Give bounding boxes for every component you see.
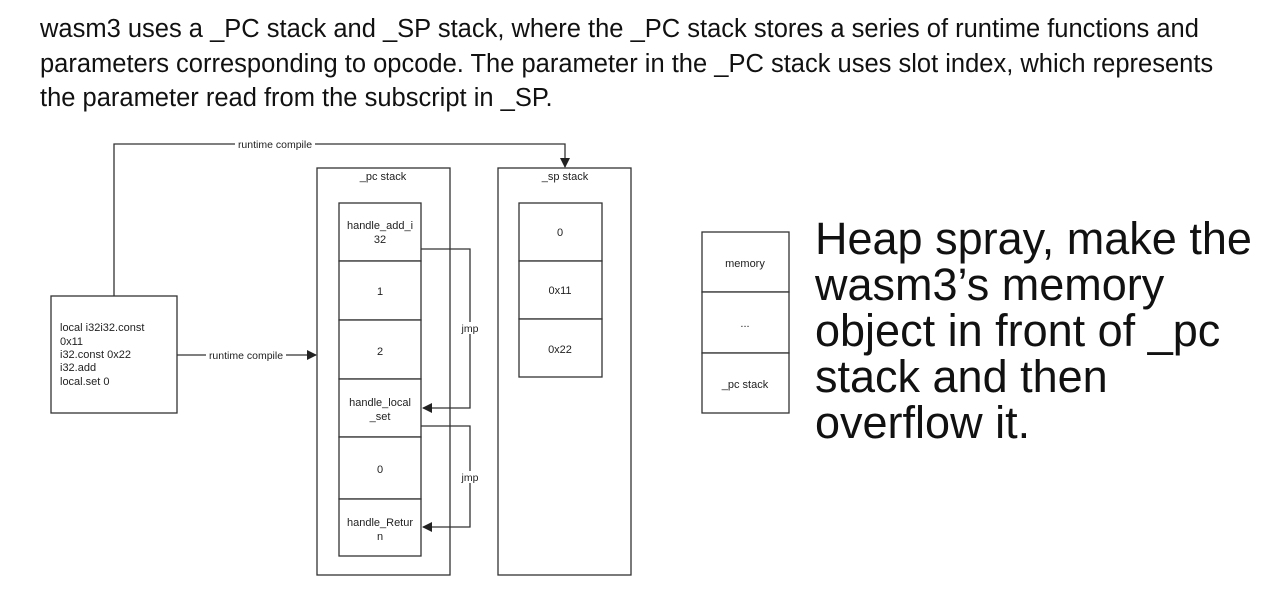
memory-stack-cell-label: _pc stack (721, 379, 769, 391)
pc-stack-cells: handle_add_i 32 1 2 handle_local _set 0 … (338, 202, 422, 557)
sp-stack-title: _sp stack (541, 171, 589, 183)
source-code-line: i32.add (60, 362, 96, 374)
sp-stack-cells: 0 0x11 0x22 (518, 202, 603, 378)
sp-stack-cell (518, 202, 603, 262)
pc-stack-cell (338, 319, 422, 380)
pc-stack-cell-label: 0 (377, 464, 383, 476)
source-code-line: local.set 0 (60, 376, 110, 388)
pc-stack-cell (338, 436, 422, 500)
pc-stack-cell (338, 378, 422, 438)
sp-stack-cell-label: 0x22 (548, 344, 572, 356)
pc-stack-cell-label: 32 (374, 234, 386, 246)
runtime-compile-top-label-bg (235, 138, 315, 150)
runtime-compile-top-arrow (113, 143, 570, 296)
heap-spray-note: Heap spray, make the wasm3’s memory obje… (815, 213, 1252, 448)
pc-stack-cell-label: 2 (377, 346, 383, 358)
pc-stack-cell-label: handle_Retur (347, 517, 413, 529)
source-code-line: 0x11 (60, 336, 83, 348)
jmp-label-1-bg (460, 322, 480, 334)
sp-stack-cell-label: 0 (557, 227, 563, 239)
source-code-line: local i32i32.const (60, 322, 144, 334)
pc-stack-cell (338, 202, 422, 262)
source-code-line: i32.const 0x22 (60, 349, 131, 361)
source-code-text: local i32i32.const 0x11 i32.const 0x22 i… (60, 322, 144, 388)
memory-stack-cell-label: memory (725, 258, 765, 270)
sp-stack-cell (518, 260, 603, 320)
runtime-compile-mid-label: runtime compile (209, 350, 283, 362)
sp-stack-cell-label: 0x11 (548, 285, 571, 297)
pc-stack-cell-label: n (377, 531, 383, 543)
jmp-label-1: jmp (461, 323, 479, 335)
pc-stack-cell-label: handle_local (349, 397, 411, 409)
jmp-label-2-bg (460, 471, 480, 483)
intro-paragraph: wasm3 uses a _PC stack and _SP stack, wh… (40, 15, 1214, 112)
runtime-compile-mid-label-bg (206, 349, 286, 361)
memory-stack-cell (701, 352, 790, 414)
pc-stack-title: _pc stack (359, 171, 407, 183)
memory-stack-cell-label: ... (740, 318, 749, 330)
pc-stack-cell (338, 498, 422, 557)
pc-stack-frame (316, 167, 451, 576)
memory-stack-cell (701, 291, 790, 354)
sp-stack-cell (518, 318, 603, 378)
pc-stack-cell-label: _set (369, 411, 391, 423)
memory-stack-cell (701, 231, 790, 293)
runtime-compile-top-label: runtime compile (238, 139, 312, 151)
sp-stack-frame (497, 167, 632, 576)
pc-stack-cell-label: handle_add_i (347, 220, 413, 232)
pc-stack-cell-label: 1 (377, 286, 383, 298)
jmp-label-2: jmp (461, 472, 479, 484)
memory-stack: memory ... _pc stack (701, 231, 790, 414)
